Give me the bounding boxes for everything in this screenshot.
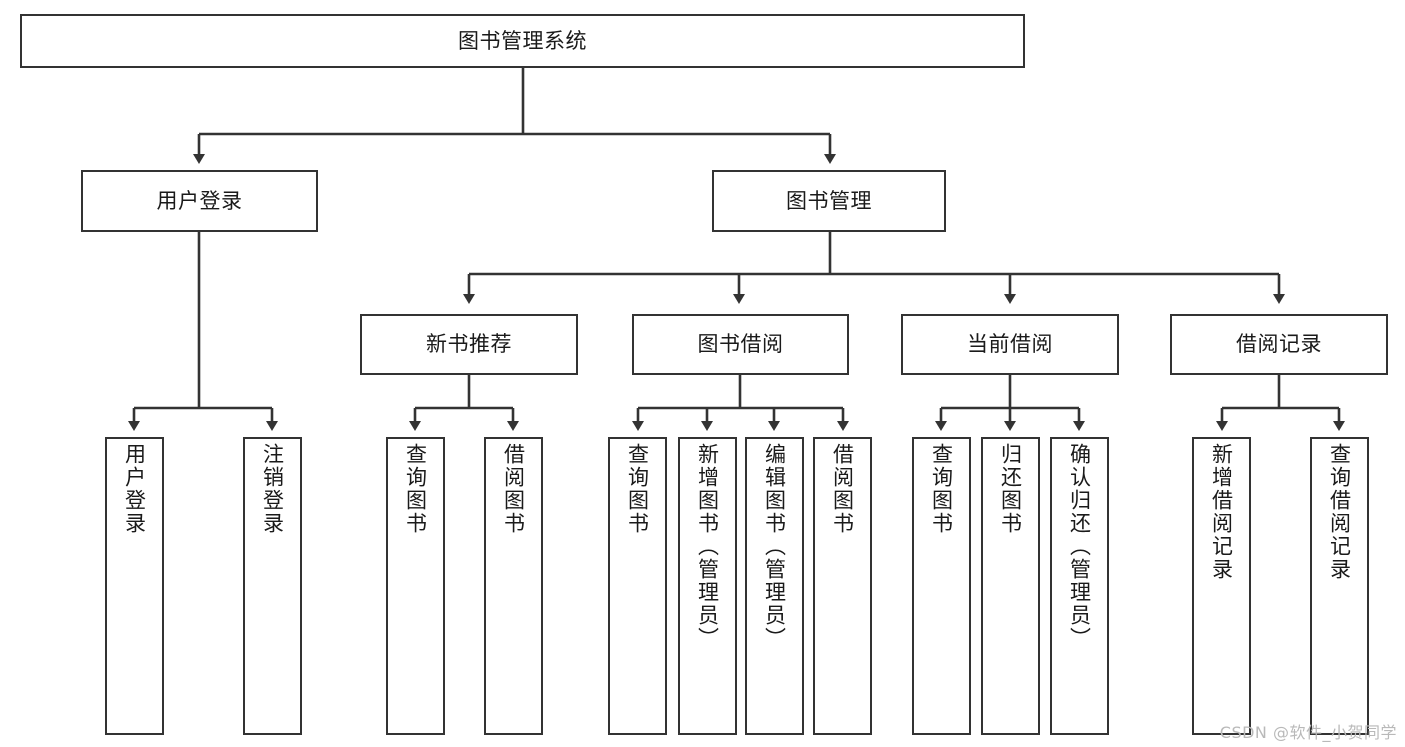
node-new-book-recommend[interactable]: 新书推荐 [360,314,578,375]
node-root-system[interactable]: 图书管理系统 [20,14,1025,68]
node-label: 借阅图书 [501,443,526,535]
leaf-user-login[interactable]: 用户登录 [105,437,164,735]
leaf-add-book-admin[interactable]: 新增图书（管理员） [678,437,737,735]
node-label: 注销登录 [260,443,285,535]
leaf-query-book-current[interactable]: 查询图书 [912,437,971,735]
leaf-return-book[interactable]: 归还图书 [981,437,1040,735]
node-label: 借阅图书 [830,443,855,535]
node-label: 新增借阅记录 [1209,443,1234,581]
node-label: 确认归还（管理员） [1067,443,1092,650]
node-label: 用户登录 [122,443,147,535]
node-label: 借阅记录 [1236,332,1322,357]
leaf-add-borrow-record[interactable]: 新增借阅记录 [1192,437,1251,735]
leaf-confirm-return-admin[interactable]: 确认归还（管理员） [1050,437,1109,735]
node-current-borrow[interactable]: 当前借阅 [901,314,1119,375]
node-label: 新增图书（管理员） [695,443,720,650]
node-label: 图书管理 [786,188,872,213]
node-label: 查询图书 [403,443,428,535]
leaf-edit-book-admin[interactable]: 编辑图书（管理员） [745,437,804,735]
leaf-query-book-borrow[interactable]: 查询图书 [608,437,667,735]
node-book-management[interactable]: 图书管理 [712,170,946,232]
node-book-borrow[interactable]: 图书借阅 [632,314,849,375]
node-label: 查询图书 [625,443,650,535]
node-label: 用户登录 [156,188,243,213]
node-label: 归还图书 [998,443,1023,535]
node-user-login[interactable]: 用户登录 [81,170,318,232]
leaf-query-borrow-record[interactable]: 查询借阅记录 [1310,437,1369,735]
node-label: 编辑图书（管理员） [762,443,787,650]
leaf-query-book-recommend[interactable]: 查询图书 [386,437,445,735]
node-label: 图书管理系统 [458,28,587,53]
node-label: 查询图书 [929,443,954,535]
node-label: 当前借阅 [967,332,1053,357]
leaf-borrow-book[interactable]: 借阅图书 [813,437,872,735]
node-label: 查询借阅记录 [1327,443,1352,581]
leaf-logout[interactable]: 注销登录 [243,437,302,735]
node-label: 新书推荐 [426,332,512,357]
leaf-borrow-book-recommend[interactable]: 借阅图书 [484,437,543,735]
node-label: 图书借阅 [697,332,784,357]
node-borrow-record[interactable]: 借阅记录 [1170,314,1388,375]
